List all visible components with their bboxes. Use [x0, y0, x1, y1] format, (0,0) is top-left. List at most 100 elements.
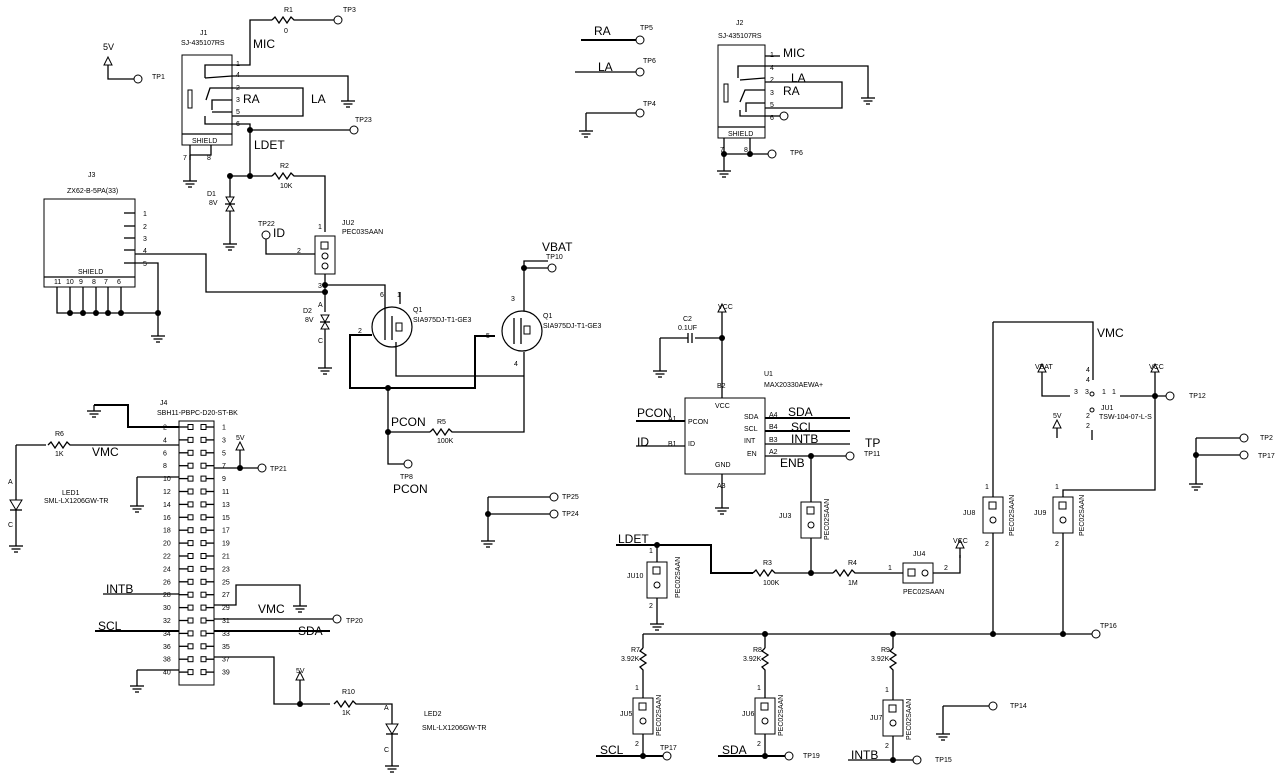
ju1-header[interactable]: JU1 TSW-104-07-L-S 4 4 3 3 1 1 2 2 — [1074, 367, 1152, 430]
ju2-jumper[interactable]: JU2 PEC03SAAN — [314, 220, 383, 275]
svg-text:TP4: TP4 — [643, 101, 656, 108]
j4-pin — [187, 656, 194, 663]
svg-text:2: 2 — [1055, 541, 1059, 548]
tp10[interactable] — [547, 263, 557, 273]
tp2[interactable] — [1239, 433, 1249, 443]
tp17[interactable] — [988, 701, 998, 711]
svg-text:TSW-104-07-L-S: TSW-104-07-L-S — [1099, 414, 1152, 421]
svg-text:SDA: SDA — [788, 405, 813, 419]
tp9[interactable] — [403, 459, 413, 469]
svg-text:1: 1 — [1112, 389, 1116, 396]
svg-text:R9: R9 — [881, 647, 890, 654]
svg-text:2: 2 — [1086, 413, 1090, 420]
svg-text:JU9: JU9 — [1034, 510, 1047, 517]
svg-text:1: 1 — [318, 224, 322, 231]
svg-text:TP1: TP1 — [152, 74, 165, 81]
svg-text:U1: U1 — [764, 371, 773, 378]
tp5[interactable] — [635, 35, 645, 45]
svg-text:JU4: JU4 — [913, 551, 926, 558]
tp3[interactable] — [333, 15, 343, 25]
tp8[interactable] — [635, 67, 645, 77]
j4-pin-number: 29 — [222, 605, 230, 612]
tp24[interactable] — [549, 509, 559, 519]
tp18[interactable] — [912, 755, 922, 765]
tp11[interactable] — [845, 451, 855, 461]
svg-text:SCL: SCL — [744, 426, 758, 433]
svg-text:2: 2 — [635, 741, 639, 748]
j1-shield: SHIELD — [192, 138, 217, 145]
svg-text:TP11: TP11 — [864, 451, 880, 458]
j4-pin — [187, 514, 194, 521]
svg-text:JU10: JU10 — [627, 573, 643, 580]
j4-pin-number: 10 — [163, 476, 171, 483]
j4-pin — [187, 475, 194, 482]
svg-text:PEC02SAAN: PEC02SAAN — [778, 695, 785, 736]
svg-text:2: 2 — [944, 565, 948, 572]
svg-text:1: 1 — [397, 292, 401, 299]
svg-text:R1: R1 — [284, 7, 293, 14]
svg-text:A1: A1 — [668, 416, 677, 423]
j4-pin-number: 27 — [222, 592, 230, 599]
tp6[interactable] — [767, 149, 777, 159]
svg-text:TP22: TP22 — [258, 221, 275, 228]
svg-text:TP23: TP23 — [355, 117, 372, 124]
j4-pin-number: 14 — [163, 502, 171, 509]
j4-pin — [187, 591, 194, 598]
svg-text:2: 2 — [770, 77, 774, 84]
u1-ic: U1 MAX20330AEWA+ VCC PCON ID GND SDA SCL… — [668, 371, 823, 490]
j4-pin — [200, 488, 207, 495]
svg-text:B2: B2 — [717, 383, 726, 390]
j4-pin-number: 17 — [222, 528, 230, 535]
tp25[interactable] — [549, 492, 559, 502]
svg-text:2: 2 — [358, 328, 362, 335]
svg-text:LED1: LED1 — [62, 490, 80, 497]
tp1[interactable] — [133, 74, 143, 84]
svg-text:D1: D1 — [207, 191, 216, 198]
tp14[interactable] — [1091, 629, 1101, 639]
ju10-jumper[interactable]: JU10 PEC02SAAN — [627, 557, 682, 599]
svg-text:C2: C2 — [683, 316, 692, 323]
svg-text:J4: J4 — [160, 400, 168, 407]
svg-text:VBAT: VBAT — [1035, 364, 1053, 371]
tp20[interactable] — [257, 463, 267, 473]
tp4[interactable] — [635, 108, 645, 118]
j3-connector: J3 ZX62-B-5PA(33) SHIELD 1 2 3 4 5 11 10… — [43, 172, 147, 288]
tp15[interactable] — [1239, 450, 1249, 460]
svg-text:4: 4 — [770, 65, 774, 72]
ju5-jumper[interactable]: JU5 PEC02SAAN — [620, 695, 663, 736]
svg-text:VMC: VMC — [1097, 326, 1124, 340]
tp12[interactable] — [1165, 391, 1175, 401]
svg-text:3.92K: 3.92K — [871, 656, 890, 663]
j4-pin — [200, 436, 207, 443]
ju8-jumper[interactable]: JU8 PEC02SAAN — [963, 495, 1016, 536]
ju7-jumper[interactable]: JU7 PEC02SAAN — [870, 699, 913, 740]
svg-text:TP12: TP12 — [1189, 393, 1206, 400]
ju3-jumper[interactable]: JU3 PEC02SAAN — [779, 499, 831, 540]
tp16[interactable] — [662, 751, 672, 761]
tp21[interactable] — [332, 614, 342, 624]
tp23[interactable] — [349, 125, 359, 135]
j2-connector: J2 SJ-435107RS SHIELD 1 4 2 3 5 6 7 8 — [717, 20, 774, 154]
j4-pin — [187, 565, 194, 572]
svg-text:PCON: PCON — [391, 415, 426, 429]
q1a-mosfet: 6 1 2 Q1 SIA975DJ-T1-GE3 — [358, 292, 524, 377]
ju6-jumper[interactable]: JU6 PEC02SAAN — [742, 695, 785, 736]
j4-pin-number: 16 — [163, 515, 171, 522]
svg-text:R4: R4 — [848, 560, 857, 567]
svg-text:7: 7 — [104, 279, 108, 286]
svg-text:2: 2 — [1086, 423, 1090, 430]
ju4-jumper[interactable]: JU4 PEC02SAAN — [902, 551, 944, 596]
j4-pin-number: 25 — [222, 579, 230, 586]
tp22[interactable] — [261, 230, 271, 240]
j4-pin — [200, 449, 207, 456]
ju9-jumper[interactable]: JU9 PEC02SAAN — [1034, 495, 1086, 536]
j4-pin-number: 4 — [163, 437, 167, 444]
svg-text:6: 6 — [770, 115, 774, 122]
tp19[interactable] — [784, 751, 794, 761]
svg-text:EN: EN — [747, 451, 757, 458]
svg-text:1: 1 — [1102, 389, 1106, 396]
j4-pin — [200, 540, 207, 547]
svg-text:3: 3 — [236, 97, 240, 104]
svg-text:3: 3 — [318, 283, 322, 290]
